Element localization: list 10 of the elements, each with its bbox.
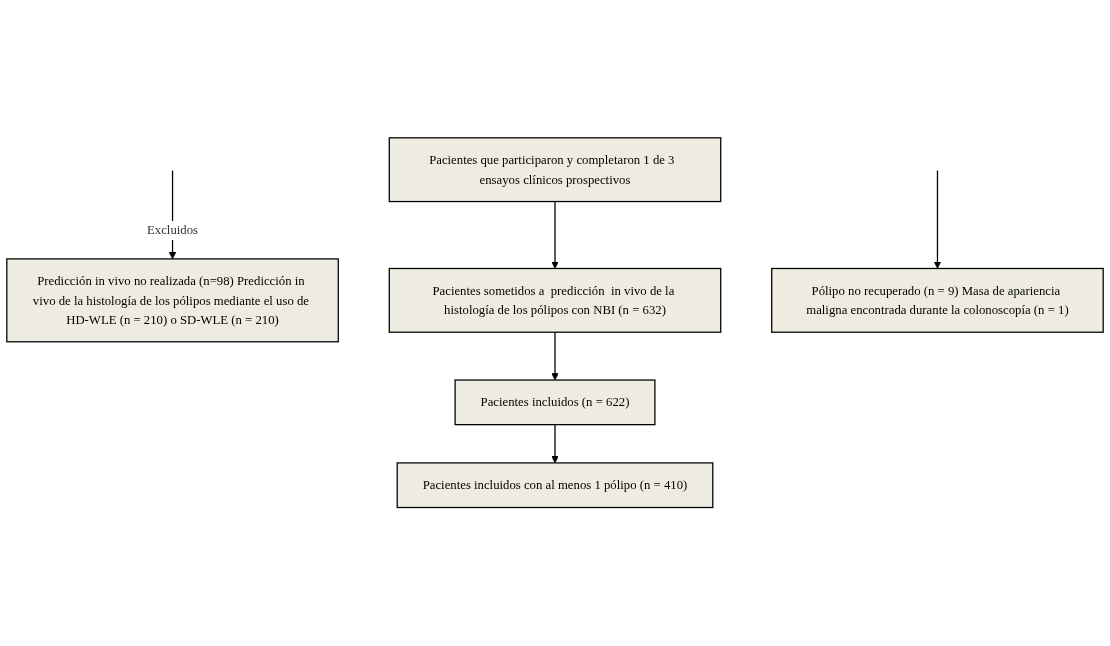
edge-label: Excluidos bbox=[147, 223, 199, 238]
arrow bbox=[551, 331, 559, 381]
node-box: Pacientes incluidos con al menos 1 pólipo (n = 410) bbox=[396, 462, 714, 509]
node-box: Pacientes incluidos (n = 622) bbox=[454, 379, 656, 426]
node-box: Predicción in vivo no realizada (n=98) Predicción in vivo de la histología de los pólipos mediante el uso de HD-WLE (n = 210) o SD-WLE (n = 210) bbox=[6, 258, 339, 343]
arrow bbox=[933, 170, 942, 270]
node-box: Pólipo no recuperado (n = 9) Masa de apariencia maligna encontrada durante la colonoscopía (n = 1) bbox=[771, 268, 1104, 334]
arrow bbox=[551, 424, 559, 464]
node-box: Pacientes sometidos a predicción in vivo de la histología de los pólipos con NBI (n = 632) bbox=[388, 268, 722, 334]
node-box: Pacientes que participaron y completaron 1 de 3 ensayos clínicos prospectivos bbox=[388, 137, 722, 203]
